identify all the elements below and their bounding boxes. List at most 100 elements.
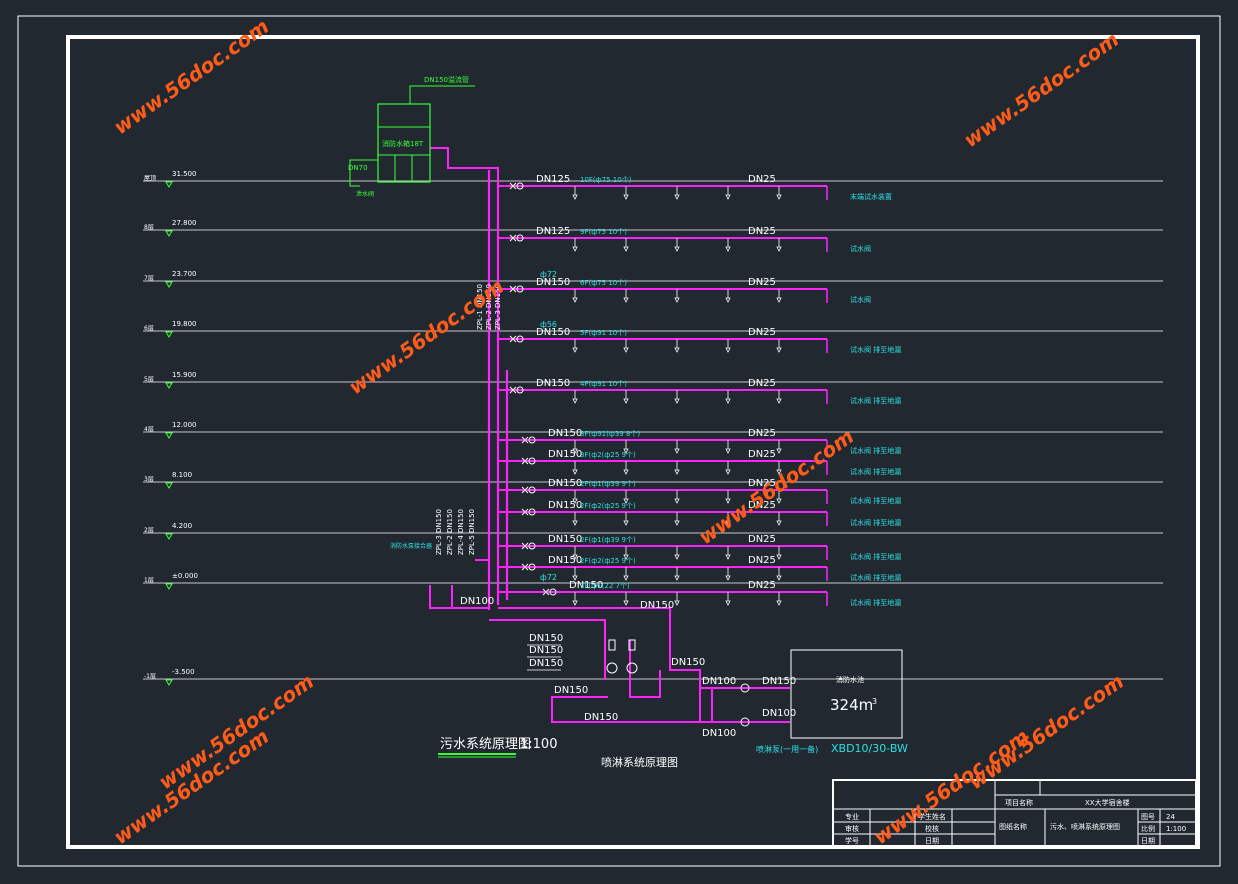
- fire-pool: 消防水池 324m 3 XBD10/30-BW: [790, 649, 908, 755]
- pump: [606, 662, 618, 674]
- branch-note: 试水阀 排至地漏: [850, 573, 901, 582]
- sprinkler-head: [725, 448, 731, 454]
- sprinkler-head: [725, 520, 731, 526]
- sprinkler-head: [674, 600, 680, 606]
- branch-valve: [528, 563, 536, 571]
- gate-valve: [521, 486, 529, 494]
- sprinkler-head: [776, 600, 782, 606]
- watermark-text: www.56doc.com: [959, 27, 1123, 152]
- outer-border: [17, 15, 1221, 867]
- branch-note: 末端试水装置: [850, 192, 892, 201]
- branch-dn-end: DN25: [748, 327, 776, 338]
- lower-riser-label: ZPL-2 DN150: [446, 509, 454, 555]
- roof-water-tank: 消防水箱18T DN150溢流管 DN70 泄水阀: [348, 75, 475, 198]
- gate-valve: [509, 335, 517, 343]
- sprinkler-head: [572, 520, 578, 526]
- floor-label: 2层: [144, 527, 154, 534]
- floor-elevation: 12.000: [172, 421, 197, 429]
- floor-elevation: 27.800: [172, 219, 197, 227]
- tb-sheet-label: 图号: [1141, 813, 1155, 821]
- sprinkler-head: [725, 575, 731, 581]
- branch-dn-main: DN125: [536, 174, 570, 185]
- gate-valve: [509, 386, 517, 394]
- tb-sheet: 24: [1166, 813, 1175, 821]
- floor-label: 1层: [144, 577, 154, 584]
- branch-valve: [516, 285, 524, 293]
- sprinkler-head: [623, 554, 629, 560]
- sprinkler-head: [572, 600, 578, 606]
- adapter-label: 消防水泵接合器: [390, 542, 432, 550]
- floor-label: 4层: [144, 426, 154, 433]
- branch-valve: [549, 588, 557, 596]
- pool-label: 消防水池: [836, 675, 864, 684]
- branch-dn-main: DN150: [536, 378, 570, 389]
- tank-drain-label: 泄水阀: [356, 190, 374, 198]
- sprinkler-head: [776, 554, 782, 560]
- sprinkler-head: [725, 469, 731, 475]
- tb-student-no: 学号: [845, 836, 859, 845]
- floor-elevation: 8.100: [172, 471, 192, 479]
- lower-dn-label: DN100: [762, 708, 796, 719]
- elevation-marker: [165, 230, 173, 237]
- watermark-text: www.56doc.com: [344, 274, 508, 399]
- branch-valve: [516, 335, 524, 343]
- floor-label: 7层: [144, 275, 154, 282]
- watermark-text: www.56doc.com: [154, 669, 318, 794]
- tb-project: XX大学宿舍楼: [1085, 798, 1130, 807]
- tb-date-label-2: 日期: [1141, 837, 1155, 845]
- branch-dn-end: DN25: [748, 580, 776, 591]
- tb-review: 审核: [845, 824, 859, 833]
- sprinkler-head: [623, 347, 629, 353]
- sprinkler-head: [623, 520, 629, 526]
- branch-valve: [516, 386, 524, 394]
- pipe: [429, 585, 490, 609]
- branch-dn-main: DN150: [548, 428, 582, 439]
- sprinkler-head: [572, 448, 578, 454]
- tank-label: 消防水箱18T: [382, 139, 424, 148]
- sprinkler-head: [623, 398, 629, 404]
- lower-dn-label: DN100: [460, 596, 494, 607]
- sprinkler-head: [725, 398, 731, 404]
- drawing-titles: 污水系统原理图 1:100 喷淋系统原理图 喷淋泵(一用一备): [438, 737, 818, 769]
- floor-elevation: 4.200: [172, 522, 192, 530]
- lower-dn-label: DN100: [702, 676, 736, 687]
- sprinkler-head: [725, 347, 731, 353]
- sprinkler-head: [725, 297, 731, 303]
- floor-label: 3层: [144, 476, 154, 483]
- sprinkler-head: [572, 194, 578, 200]
- pool-volume-sup: 3: [872, 697, 877, 706]
- branch-dn-main: DN150: [548, 500, 582, 511]
- sprinkler-head: [623, 297, 629, 303]
- branch-note: 试水阀 排至地漏: [850, 518, 901, 527]
- sprinkler-head: [776, 194, 782, 200]
- sprinkler-head: [623, 194, 629, 200]
- pipe: [629, 640, 661, 698]
- branch-note: 试水阀: [850, 295, 871, 304]
- branch-desc: 2F(ф1(ф39 9个): [580, 536, 636, 544]
- tb-checker: 校核: [925, 824, 939, 833]
- sprinkler-head: [725, 246, 731, 252]
- sprinkler-head: [725, 194, 731, 200]
- floor-elevation: 15.900: [172, 371, 197, 379]
- lower-dn-label: DN100: [702, 728, 736, 739]
- branch-dn-end: DN25: [748, 534, 776, 545]
- branch-note: 试水阀 排至地漏: [850, 598, 901, 607]
- sprinkler-head: [776, 246, 782, 252]
- branch-desc: 5F(ф91 10个): [580, 329, 627, 337]
- branch-dn-main: DN150: [548, 478, 582, 489]
- pipe-valve: [740, 717, 750, 727]
- sprinkler-head: [725, 600, 731, 606]
- gate-valve: [509, 182, 517, 190]
- branch-desc: 3F(ф2(ф25 9个): [580, 451, 636, 459]
- branch-dn-main: DN150: [536, 277, 570, 288]
- lower-dn-label: DN150: [762, 676, 796, 687]
- watermark-text: www.56doc.com: [694, 424, 858, 549]
- sprinkler-head: [674, 194, 680, 200]
- sprinkler-head: [776, 398, 782, 404]
- tb-scale-label: 比例: [1141, 824, 1155, 833]
- elevation-marker: [165, 679, 173, 686]
- branch-dn-main: DN150: [548, 555, 582, 566]
- branch-valve: [516, 182, 524, 190]
- pipe-valve: [740, 683, 750, 693]
